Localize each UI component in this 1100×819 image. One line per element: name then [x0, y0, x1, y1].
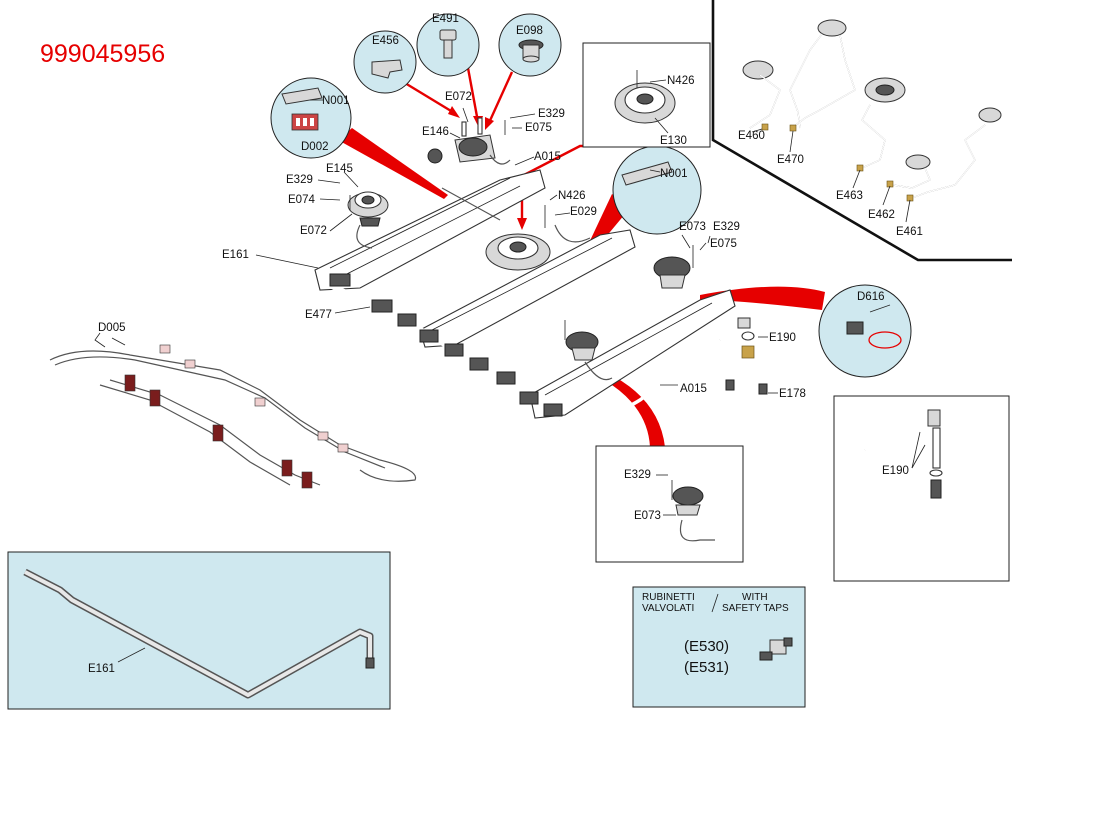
- callout-n001-d002: N001 D002: [270, 77, 352, 159]
- label-e462: E462: [868, 209, 895, 221]
- callout-n001-b: N001: [612, 145, 702, 235]
- label-e073-b: E073: [634, 510, 661, 522]
- document-code: 999045956: [40, 40, 166, 68]
- label-a015-a: A015: [534, 151, 561, 163]
- label-e073-a: E073: [679, 221, 706, 233]
- valve-code-e531: (E531): [684, 659, 729, 676]
- burner-top: E072 E146 E329 E075 A015: [422, 91, 565, 166]
- fittings-right: E190 E178 A015: [660, 317, 806, 400]
- label-e072-b: E072: [300, 225, 327, 237]
- label-e470: E470: [777, 154, 804, 166]
- label-e072-a: E072: [445, 91, 472, 103]
- label-e161-a: E161: [222, 249, 249, 261]
- gas-pipes-inset: E460 E470 E463 E462 E461: [711, 0, 1012, 262]
- label-d002: D002: [301, 141, 329, 153]
- label-e161-b: E161: [88, 663, 115, 675]
- burner-lower: [564, 320, 613, 381]
- label-n001-a: N001: [322, 95, 350, 107]
- label-e477: E477: [305, 309, 332, 321]
- valve-right-line1: WITH: [742, 592, 768, 603]
- callout-d616: D616: [818, 284, 912, 378]
- burner-left: E329 E145 E074 E072: [286, 163, 389, 249]
- valve-code-e530: (E530): [684, 638, 729, 655]
- label-e130: E130: [660, 135, 687, 147]
- wiring-harness-d005: D005: [49, 322, 417, 489]
- thermocouple-detail-box: E329 E073: [595, 445, 744, 563]
- label-n426-b: N426: [558, 190, 586, 202]
- label-e074: E074: [288, 194, 315, 206]
- valve-left-line1: RUBINETTI: [642, 592, 695, 603]
- label-d616: D616: [857, 291, 885, 303]
- label-e075-a: E075: [525, 122, 552, 134]
- burner-frame: [314, 148, 736, 423]
- callout-e491: E491: [416, 13, 480, 77]
- label-a015-b: A015: [680, 383, 707, 395]
- label-e145: E145: [326, 163, 353, 175]
- label-e329-b: E329: [286, 174, 313, 186]
- label-d005: D005: [98, 322, 126, 334]
- label-n426-a: N426: [667, 75, 695, 87]
- label-e190-b: E190: [882, 465, 909, 477]
- safety-valve-box: RUBINETTI VALVOLATI WITH SAFETY TAPS (E5…: [632, 586, 806, 708]
- callout-e456: E456: [353, 30, 417, 94]
- valve-left-line2: VALVOLATI: [642, 603, 694, 614]
- label-e329-a: E329: [538, 108, 565, 120]
- label-e460: E460: [738, 130, 765, 142]
- label-e491: E491: [432, 13, 459, 25]
- label-e146: E146: [422, 126, 449, 138]
- label-e329-d: E329: [624, 469, 651, 481]
- harness-connectors: [124, 344, 349, 489]
- burner-right: E073 E329 E075: [653, 221, 740, 289]
- valve-right-line2: SAFETY TAPS: [722, 603, 789, 614]
- label-e029: E029: [570, 206, 597, 218]
- pipe-burner-1: [742, 19, 1002, 170]
- label-e098: E098: [516, 25, 543, 37]
- label-e190-a: E190: [769, 332, 796, 344]
- label-e075-b: E075: [710, 238, 737, 250]
- frame-clips: [329, 273, 563, 417]
- label-e463: E463: [836, 190, 863, 202]
- callout-e098: E098: [498, 13, 562, 77]
- label-e178: E178: [779, 388, 806, 400]
- e161-tube-box: E161: [7, 551, 391, 710]
- label-n001-b: N001: [660, 168, 688, 180]
- burner-center: N426 E029: [485, 190, 597, 271]
- label-e461: E461: [896, 226, 923, 238]
- burner-cap-box: N426 E130: [582, 42, 711, 148]
- label-e456: E456: [372, 35, 399, 47]
- e190-detail-box: E190: [833, 395, 1010, 582]
- label-e329-c: E329: [713, 221, 740, 233]
